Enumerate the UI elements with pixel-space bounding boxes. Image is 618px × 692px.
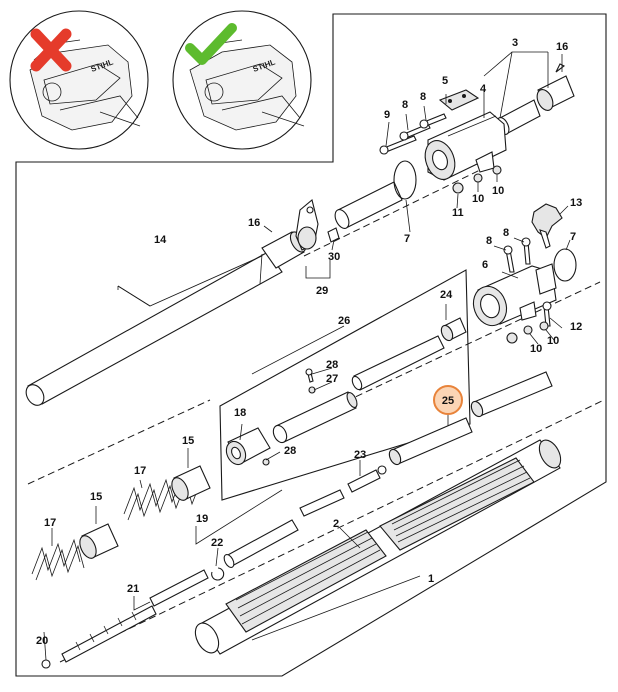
part-19-shaft <box>223 519 299 569</box>
label-28b: 28 <box>284 445 296 457</box>
part-15-cap-right <box>171 465 211 501</box>
screws-right <box>503 237 531 273</box>
part-14-tube <box>25 231 307 406</box>
label-16b: 16 <box>248 217 260 229</box>
part-4-housing <box>424 111 507 181</box>
label-8d: 8 <box>503 227 509 239</box>
label-17b: 17 <box>44 517 56 529</box>
label-13: 13 <box>570 197 582 209</box>
label-30: 30 <box>328 251 340 263</box>
part-mid-tube <box>272 391 358 444</box>
label-15b: 15 <box>90 491 102 503</box>
part-labels: 1 2 3 4 5 6 7 7 8 8 8 8 9 10 10 10 10 11… <box>36 37 582 647</box>
label-8b: 8 <box>420 91 426 103</box>
label-7a: 7 <box>404 233 410 245</box>
label-4: 4 <box>480 83 487 95</box>
part-rod-mid <box>299 489 345 517</box>
inset-right: STIHL <box>172 10 312 150</box>
part-12-screw <box>542 301 552 327</box>
label-10c: 10 <box>530 343 542 355</box>
label-6: 6 <box>482 259 488 271</box>
part-15-cap-left <box>79 523 119 559</box>
label-19: 19 <box>196 513 208 525</box>
part-26-shaft <box>351 335 445 391</box>
part-20-ring <box>41 659 51 669</box>
label-11: 11 <box>452 207 464 219</box>
part-23-rod <box>347 465 387 493</box>
label-15a: 15 <box>182 435 194 447</box>
part-29-clamp <box>295 199 340 251</box>
label-12: 12 <box>570 321 582 333</box>
label-2: 2 <box>333 518 339 530</box>
inset-wrong: STIHL <box>9 10 149 150</box>
part-2-grip <box>225 529 387 633</box>
part-7-oring-top <box>393 160 417 200</box>
label-5: 5 <box>442 75 448 87</box>
part-6-housing <box>472 263 557 327</box>
label-20: 20 <box>36 635 48 647</box>
subframe-26 <box>219 269 471 501</box>
label-22: 22 <box>211 537 223 549</box>
part-27-28-screws <box>305 368 316 394</box>
outer-frame <box>15 13 607 677</box>
part-5-plate <box>438 89 480 111</box>
leader-lines <box>43 51 571 661</box>
part-13-knob <box>531 203 563 249</box>
label-21: 21 <box>127 583 139 595</box>
highlight-callout-25: 25 <box>433 385 463 415</box>
part-24-bushing <box>440 317 467 342</box>
label-18: 18 <box>234 407 246 419</box>
label-26: 26 <box>338 315 350 327</box>
label-3: 3 <box>512 37 518 49</box>
part-21-shaft <box>61 569 209 663</box>
label-25: 25 <box>442 395 454 407</box>
label-29: 29 <box>316 285 328 297</box>
part-7-oring-right <box>553 248 577 282</box>
label-10a: 10 <box>472 193 484 205</box>
label-17a: 17 <box>134 465 146 477</box>
part-18-coupling <box>225 427 271 466</box>
part-25-shafts <box>388 371 553 466</box>
nuts-right <box>506 321 549 344</box>
label-8c: 8 <box>486 235 492 247</box>
label-10d: 10 <box>547 335 559 347</box>
part-22-clip <box>211 567 225 581</box>
label-9: 9 <box>384 109 390 121</box>
label-1: 1 <box>428 573 434 585</box>
label-28a: 28 <box>326 359 338 371</box>
top-shafts <box>334 63 575 229</box>
red-x-icon <box>30 28 72 72</box>
screws-top <box>379 113 447 155</box>
label-16a: 16 <box>556 41 568 53</box>
green-check-icon <box>185 23 237 65</box>
label-27: 27 <box>326 373 338 385</box>
part-17-spring-left <box>31 538 85 581</box>
label-24: 24 <box>440 289 453 301</box>
label-7b: 7 <box>570 231 576 243</box>
label-10b: 10 <box>492 185 504 197</box>
label-8a: 8 <box>402 99 408 111</box>
label-23: 23 <box>354 449 366 461</box>
label-14: 14 <box>154 234 167 246</box>
